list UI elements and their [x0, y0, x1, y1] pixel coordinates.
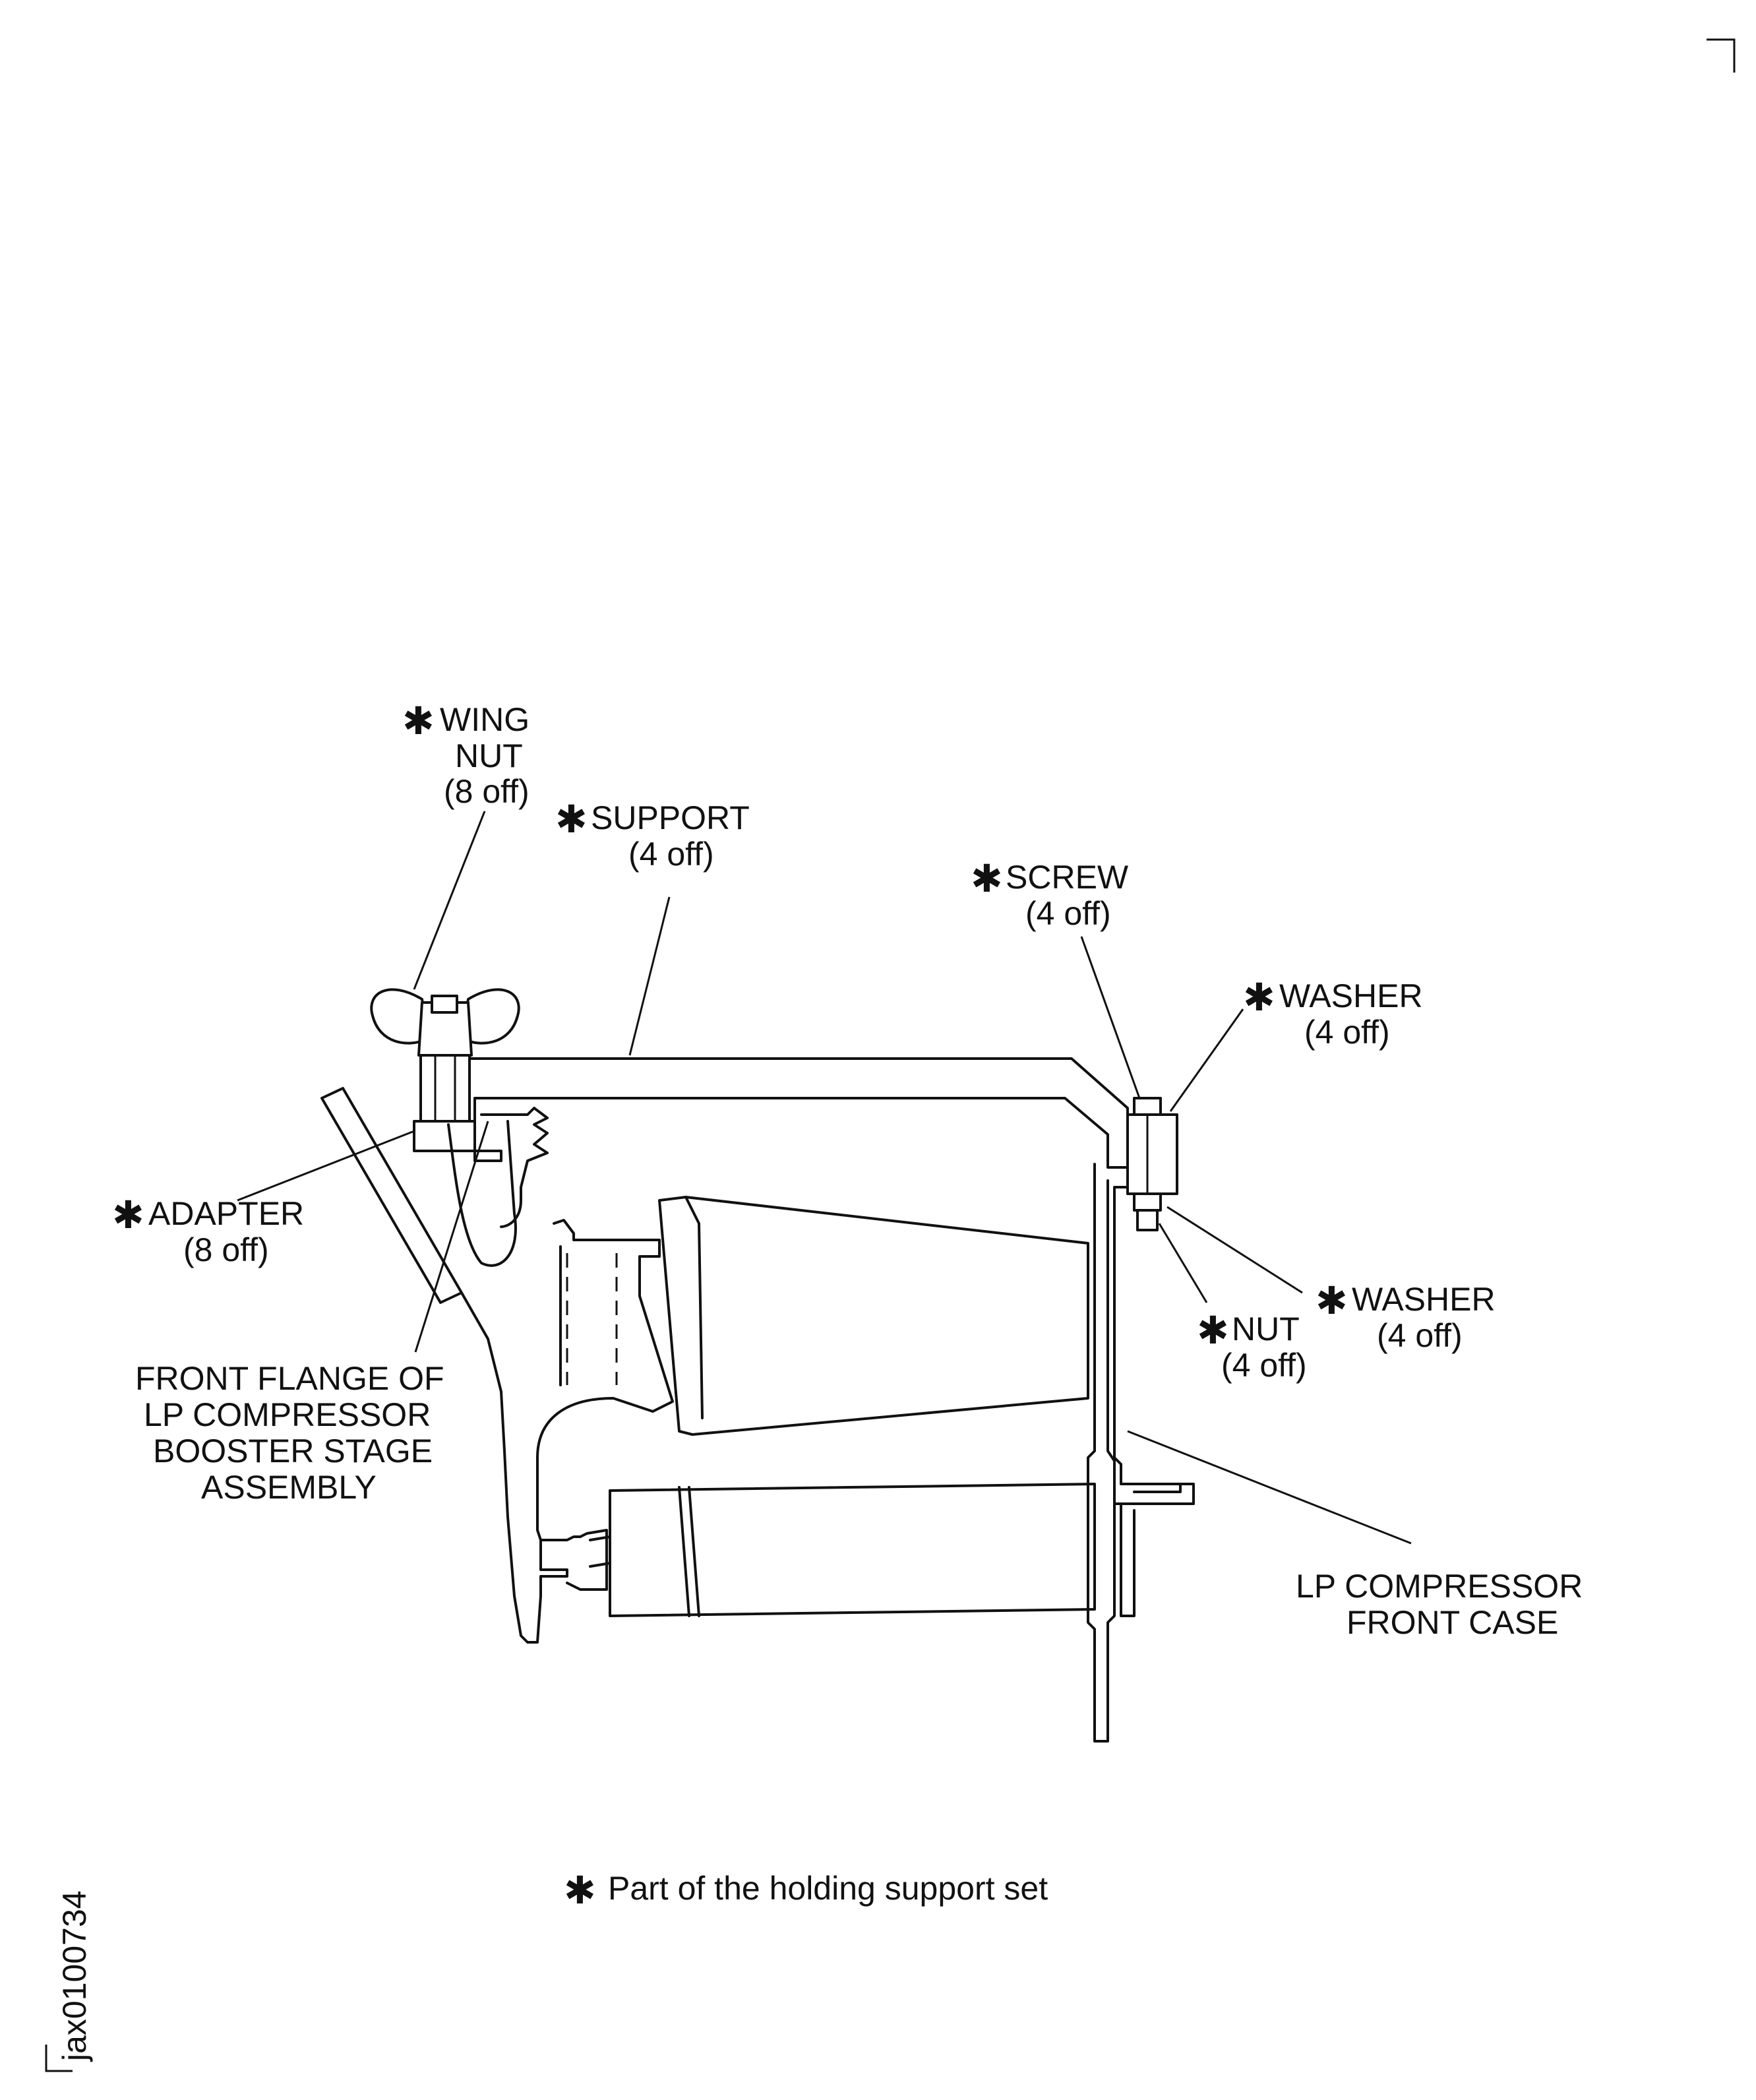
svg-text:LP COMPRESSOR: LP COMPRESSOR: [1296, 1568, 1583, 1605]
svg-text:ASSEMBLY: ASSEMBLY: [201, 1469, 377, 1506]
svg-text:(8 off): (8 off): [183, 1231, 269, 1268]
leader-washer-upper: [1169, 1008, 1244, 1112]
adapter-block: [413, 1120, 502, 1162]
asterisk-icon: ✱: [112, 1192, 144, 1237]
front-case-outline: [1087, 1163, 1129, 1743]
leader-adapter: [237, 1130, 415, 1202]
asterisk-icon: ✱: [564, 1868, 596, 1913]
svg-text:FRONT CASE: FRONT CASE: [1347, 1604, 1558, 1641]
svg-text:NUT: NUT: [1232, 1311, 1300, 1347]
leader-front-case: [1127, 1430, 1412, 1545]
adapter-clamp: [447, 1120, 517, 1267]
label-adapter: ✱ ADAPTER (8 off): [112, 1192, 304, 1268]
svg-text:(4 off): (4 off): [628, 836, 714, 873]
label-washer-upper: ✱ WASHER (4 off): [1243, 975, 1423, 1051]
leader-screw: [1080, 936, 1141, 1099]
label-front-case: LP COMPRESSOR FRONT CASE: [1296, 1568, 1583, 1641]
compressor-drawing: [320, 988, 1195, 1743]
label-front-flange: FRONT FLANGE OF LP COMPRESSOR BOOSTER ST…: [135, 1360, 444, 1506]
booster-blade-lower: [609, 1483, 1096, 1617]
crop-mark-bottom-left: [45, 2045, 73, 2072]
svg-text:WASHER: WASHER: [1352, 1281, 1496, 1318]
support-bar: [468, 1057, 1129, 1169]
leader-front-flange: [414, 1121, 489, 1353]
screw-assembly: [1126, 1097, 1178, 1231]
svg-text:SUPPORT: SUPPORT: [591, 799, 750, 836]
figure-reference: jax0100734: [56, 1890, 93, 2062]
casing-left-profile: [460, 1291, 582, 1644]
svg-text:WING: WING: [440, 701, 530, 738]
leader-nut: [1158, 1223, 1208, 1303]
front-flange-profile: [480, 1107, 549, 1228]
leader-lines: [237, 811, 1412, 1545]
footnote: ✱ Part of the holding support set: [564, 1868, 1048, 1913]
asterisk-icon: ✱: [402, 698, 435, 743]
svg-text:NUT: NUT: [455, 737, 523, 774]
label-nut: ✱ NUT (4 off): [1197, 1308, 1307, 1384]
svg-text:LP COMPRESSOR: LP COMPRESSOR: [144, 1396, 431, 1433]
leader-washer-lower: [1166, 1206, 1303, 1294]
label-screw: ✱ SCREW (4 off): [971, 856, 1129, 932]
label-support: ✱ SUPPORT (4 off): [555, 797, 750, 873]
label-washer-lower: ✱ WASHER (4 off): [1316, 1278, 1496, 1354]
footnote-text: Part of the holding support set: [608, 1870, 1048, 1907]
label-wing-nut: ✱ WING NUT (8 off): [402, 698, 530, 810]
leader-support: [628, 896, 671, 1056]
svg-text:(4 off): (4 off): [1025, 895, 1111, 932]
asterisk-icon: ✱: [1243, 975, 1275, 1020]
asterisk-icon: ✱: [971, 856, 1003, 901]
booster-blade-upper: [658, 1196, 1089, 1436]
svg-text:(4 off): (4 off): [1221, 1347, 1307, 1384]
svg-text:(8 off): (8 off): [444, 773, 530, 810]
asterisk-icon: ✱: [555, 797, 588, 842]
svg-text:(4 off): (4 off): [1377, 1317, 1463, 1354]
asterisk-icon: ✱: [1197, 1308, 1229, 1353]
wing-nut: [370, 988, 520, 1123]
svg-text:BOOSTER STAGE: BOOSTER STAGE: [153, 1433, 433, 1469]
crop-mark-top-right: [1707, 38, 1736, 73]
leader-wing-nut: [413, 811, 486, 990]
svg-text:FRONT FLANGE OF: FRONT FLANGE OF: [135, 1360, 444, 1397]
svg-text:ADAPTER: ADAPTER: [148, 1195, 304, 1232]
svg-text:(4 off): (4 off): [1304, 1014, 1390, 1051]
svg-text:WASHER: WASHER: [1279, 977, 1423, 1014]
svg-text:SCREW: SCREW: [1006, 859, 1129, 896]
asterisk-icon: ✱: [1316, 1278, 1348, 1323]
